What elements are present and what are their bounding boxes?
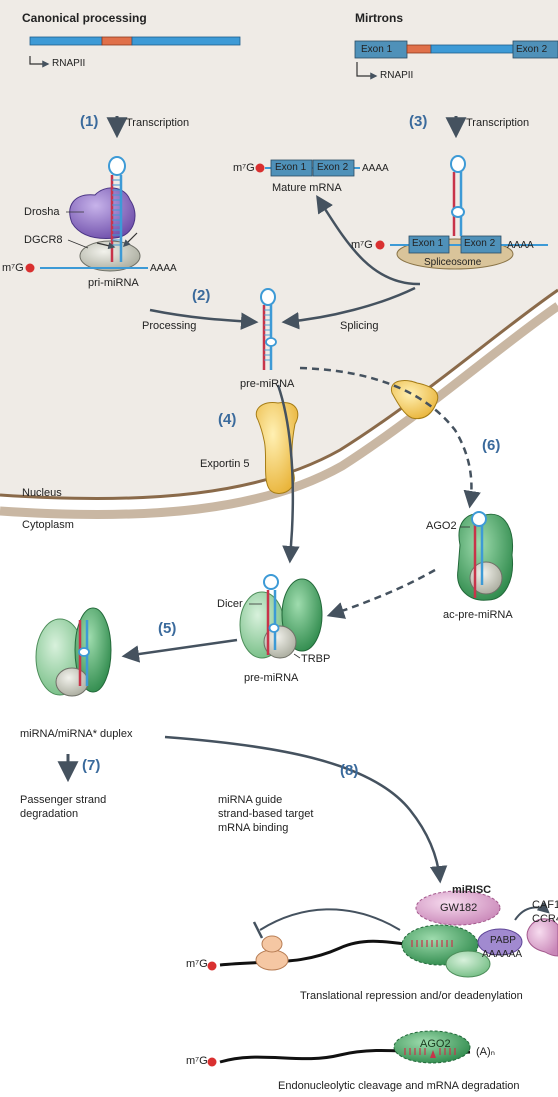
label-exon1-mature: Exon 1 <box>275 162 306 173</box>
label-nucleus: Nucleus <box>22 487 62 499</box>
step-1: (1) <box>80 114 98 131</box>
label-exon2-mature: Exon 2 <box>317 162 348 173</box>
label-duplex: miRNA/miRNA* duplex <box>20 728 132 740</box>
label-passenger-1: Passenger strand <box>20 794 106 806</box>
label-caf1: CAF1 <box>532 899 558 911</box>
label-processing: Processing <box>142 320 196 332</box>
ago2-to-dicer-arrow <box>330 570 435 615</box>
label-m7g-repression: m⁷G <box>186 958 208 970</box>
step-4: (4) <box>218 412 236 429</box>
label-exon2-gene: Exon 2 <box>516 44 547 55</box>
label-passenger-2: degradation <box>20 808 78 820</box>
label-cytoplasm: Cytoplasm <box>22 519 74 531</box>
label-guide-3: mRNA binding <box>218 822 288 834</box>
label-ac-pre-mirna: ac-pre-miRNA <box>443 609 513 621</box>
label-dgcr8: DGCR8 <box>24 234 63 246</box>
label-rnapii-right: RNAPII <box>380 70 413 81</box>
label-exon1-mirtron: Exon 1 <box>412 238 443 249</box>
label-pri-mirna: pri-miRNA <box>88 277 139 289</box>
label-aaaaaa: AAAAAA <box>482 949 522 960</box>
label-repression: Translational repression and/or deadenyl… <box>300 990 523 1002</box>
label-m7g-mirtron: m⁷G <box>351 239 373 251</box>
header-mirtrons: Mirtrons <box>355 12 403 25</box>
label-drosha: Drosha <box>24 206 59 218</box>
label-spliceosome: Spliceosome <box>424 257 481 268</box>
label-pabp: PABP <box>490 935 516 946</box>
step-6: (6) <box>482 438 500 455</box>
label-rnapii-left: RNAPII <box>52 58 85 69</box>
label-splicing: Splicing <box>340 320 379 332</box>
label-pre-mirna: pre-miRNA <box>240 378 294 390</box>
label-ago2-bottom: AGO2 <box>420 1038 451 1050</box>
ac-pre-mirna-complex <box>458 512 513 600</box>
label-gw182: GW182 <box>440 902 477 914</box>
label-mature-mrna: Mature mRNA <box>272 182 342 194</box>
mirisc-repression-graphic <box>208 891 558 977</box>
label-an: (A)ₙ <box>476 1046 495 1058</box>
label-exon1-gene: Exon 1 <box>361 44 392 55</box>
step-5: (5) <box>158 621 176 638</box>
label-pre-mirna-2: pre-miRNA <box>244 672 298 684</box>
label-transcription-right: Transcription <box>466 117 529 129</box>
label-m7g-cleavage: m⁷G <box>186 1055 208 1067</box>
header-canonical: Canonical processing <box>22 12 147 25</box>
label-aaaa-mirtron: AAAA <box>507 240 534 251</box>
label-aaaa-mature: AAAA <box>362 163 389 174</box>
label-ccr4: CCR4 <box>532 913 558 925</box>
label-guide-2: strand-based target <box>218 808 313 820</box>
label-ago2-top: AGO2 <box>426 520 457 532</box>
label-trbp: TRBP <box>301 653 330 665</box>
step-3: (3) <box>409 114 427 131</box>
step-2: (2) <box>192 288 210 305</box>
label-guide-1: miRNA guide <box>218 794 282 806</box>
label-transcription-left: Transcription <box>126 117 189 129</box>
step-7: (7) <box>82 758 100 775</box>
duplex-complex <box>36 608 111 696</box>
dicer-to-duplex-arrow <box>125 640 237 656</box>
dicer-complex <box>240 575 322 658</box>
label-exportin5: Exportin 5 <box>200 458 250 470</box>
label-m7g-pri: m⁷G <box>2 262 24 274</box>
label-cleavage: Endonucleolytic cleavage and mRNA degrad… <box>278 1080 520 1092</box>
label-mirisc: miRISC <box>452 884 491 896</box>
label-dicer: Dicer <box>217 598 243 610</box>
label-m7g-mature: m⁷G <box>233 162 255 174</box>
step-8: (8) <box>340 763 358 780</box>
label-exon2-mirtron: Exon 2 <box>464 238 495 249</box>
label-aaaa-pri: AAAA <box>150 263 177 274</box>
